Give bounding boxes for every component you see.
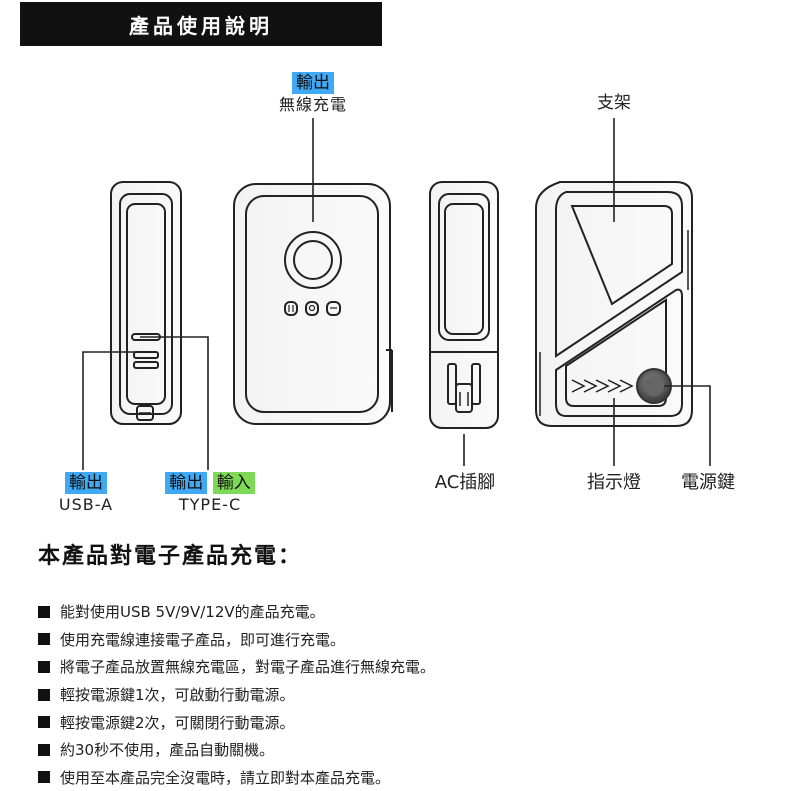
usage-list: 能對使用USB 5V/9V/12V的產品充電。 使用充電線連接電子產品，即可進行… [38, 598, 435, 791]
bullet-icon [38, 743, 50, 756]
callout-type-c: 輸出 輸入 TYPE-C [152, 472, 268, 516]
callout-indicator: 指示燈 [578, 472, 650, 494]
device-side-view-ports [110, 181, 182, 425]
bullet-icon [38, 605, 50, 618]
product-diagram [82, 118, 711, 470]
stand-label: 支架 [597, 93, 631, 113]
bullet-icon [38, 660, 50, 673]
page-title: 產品使用說明 [20, 2, 382, 46]
list-item: 輕按電源鍵1次，可啟動行動電源。 [38, 681, 435, 709]
list-item: 使用至本產品完全沒電時，請立即對本產品充電。 [38, 764, 435, 791]
bullet-icon [38, 771, 50, 784]
bullet-icon [38, 716, 50, 729]
list-item: 約30秒不使用，產品自動關機。 [38, 736, 435, 764]
list-item: 將電子產品放置無線充電區，對電子產品進行無線充電。 [38, 653, 435, 681]
callout-ac-plug: AC插腳 [420, 472, 510, 494]
callout-lines [82, 118, 711, 470]
output-tag: 輸出 [65, 472, 107, 494]
wireless-charging-label: 無線充電 [278, 95, 347, 114]
callout-wireless: 輸出 無線充電 [275, 72, 351, 116]
callout-power-key: 電源鍵 [672, 472, 744, 494]
list-item: 使用充電線連接電子產品，即可進行充電。 [38, 626, 435, 654]
ac-plug-label: AC插腳 [434, 472, 496, 493]
input-tag: 輸入 [212, 472, 255, 494]
list-item: 能對使用USB 5V/9V/12V的產品充電。 [38, 598, 435, 626]
device-back-view [535, 181, 693, 427]
output-tag: 輸出 [292, 72, 334, 94]
device-side-view-plug [429, 181, 499, 429]
indicator-label: 指示燈 [587, 472, 641, 493]
callout-usb-a: 輸出 USB-A [50, 472, 122, 516]
bullet-icon [38, 633, 50, 646]
list-item: 輕按電源鍵2次，可關閉行動電源。 [38, 708, 435, 736]
usb-a-label: USB-A [58, 495, 114, 514]
device-front-view [233, 183, 393, 425]
section-title: 本產品對電子產品充電： [38, 544, 303, 569]
power-key-label: 電源鍵 [681, 472, 735, 493]
output-tag: 輸出 [165, 472, 208, 494]
bullet-icon [38, 688, 50, 701]
type-c-label: TYPE-C [178, 495, 242, 514]
callout-stand: 支架 [588, 92, 640, 114]
